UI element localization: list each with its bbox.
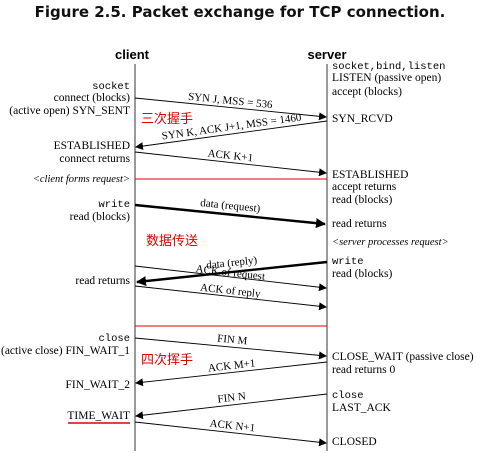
server-write: write bbox=[332, 256, 364, 268]
synack-arrow bbox=[135, 120, 328, 151]
client-fin-wait-1: (active close) FIN_WAIT_1 bbox=[1, 345, 130, 357]
server-close: close bbox=[332, 390, 364, 402]
fin-m-label: FIN M bbox=[217, 333, 248, 348]
client-connect: connect (blocks) bbox=[54, 92, 130, 104]
client-forms-request: <client forms request> bbox=[33, 174, 130, 185]
wave-annotation: 四次挥手 bbox=[141, 352, 193, 368]
server-listen: LISTEN (passive open) bbox=[332, 72, 441, 84]
server-socket-bind-listen: socket,bind,listen bbox=[332, 61, 445, 73]
server-closed: CLOSED bbox=[332, 436, 377, 448]
server-read-blocks-2: read (blocks) bbox=[332, 268, 393, 280]
ack-k-label: ACK K+1 bbox=[207, 148, 254, 165]
data-request-label: data (request) bbox=[200, 197, 261, 215]
client-write: write bbox=[98, 199, 130, 211]
server-read-returns: read returns bbox=[332, 218, 387, 230]
ack-k-arrow bbox=[134, 151, 327, 177]
data-reply-arrow bbox=[136, 260, 328, 287]
server-last-ack: LAST_ACK bbox=[332, 402, 391, 414]
ack-m-arrow bbox=[135, 361, 328, 387]
client-read-blocks: read (blocks) bbox=[70, 211, 131, 223]
server-close-wait: CLOSE_WAIT (passive close) bbox=[332, 351, 474, 363]
data-request-arrow bbox=[134, 203, 326, 229]
syn-label: SYN J, MSS = 536 bbox=[188, 91, 274, 111]
client-established: ESTABLISHED bbox=[54, 140, 130, 152]
server-accept-blocks: accept (blocks) bbox=[332, 86, 402, 98]
data-transfer-annotation: 数据传送 bbox=[146, 234, 198, 249]
fin-n-arrow bbox=[135, 393, 328, 420]
server-read-blocks: read (blocks) bbox=[332, 194, 393, 206]
client-header: client bbox=[115, 47, 150, 62]
ack-reply-arrow bbox=[134, 285, 327, 311]
figure-title: Figure 2.5. Packet exchange for TCP conn… bbox=[34, 3, 446, 21]
server-accept-returns: accept returns bbox=[332, 181, 397, 193]
handshake-annotation: 三次握手 bbox=[141, 111, 193, 127]
client-active-open: (active open) SYN_SENT bbox=[9, 105, 130, 117]
syn-arrow bbox=[134, 97, 327, 121]
ack-request-arrow bbox=[134, 265, 327, 292]
client-connect-returns: connect returns bbox=[59, 153, 130, 165]
server-syn-rcvd: SYN_RCVD bbox=[332, 113, 393, 125]
client-read-returns: read returns bbox=[75, 275, 130, 287]
client-close: close bbox=[98, 333, 130, 345]
client-time-wait: TIME_WAIT bbox=[67, 410, 130, 422]
server-read-returns-0: read returns 0 bbox=[332, 364, 395, 376]
client-socket: socket bbox=[92, 81, 130, 93]
server-header: server bbox=[307, 47, 346, 62]
ack-m-label: ACK M+1 bbox=[207, 357, 255, 374]
ack-reply-label: ACK of reply bbox=[200, 282, 262, 301]
ack-n-arrow bbox=[134, 421, 327, 447]
server-established: ESTABLISHED bbox=[332, 169, 408, 181]
client-fin-wait-2: FIN_WAIT_2 bbox=[65, 379, 130, 391]
data-reply-label: data (reply) bbox=[206, 254, 258, 271]
ack-n-label: ACK N+1 bbox=[209, 418, 256, 435]
fin-m-arrow bbox=[134, 337, 327, 360]
server-processes-request: <server processes request> bbox=[332, 237, 449, 248]
fin-n-label: FIN N bbox=[217, 390, 247, 405]
